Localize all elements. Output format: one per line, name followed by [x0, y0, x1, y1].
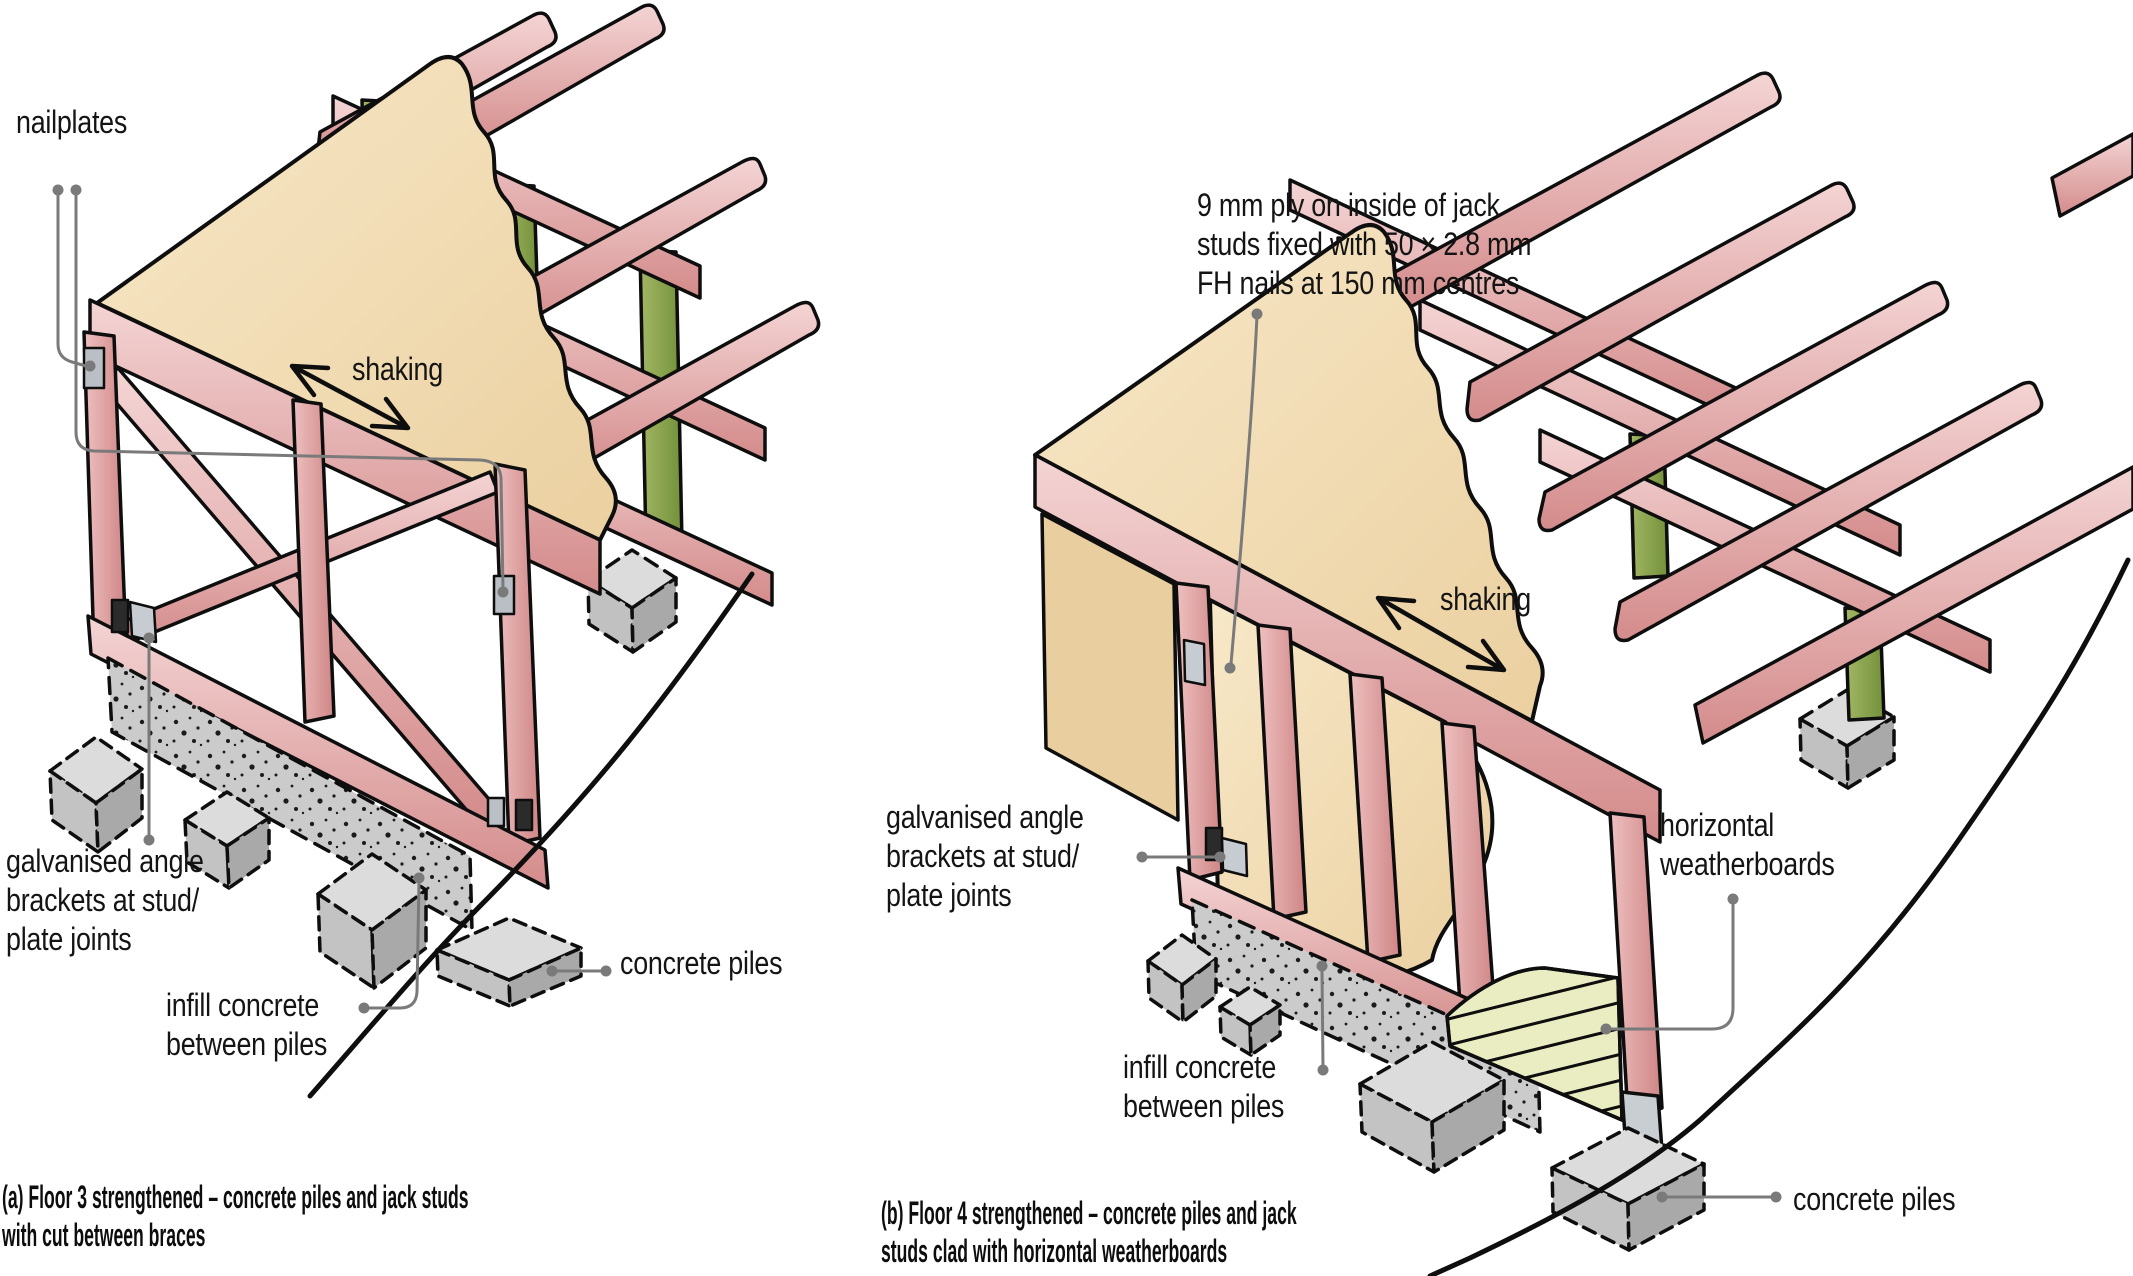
label-line: nailplates	[16, 104, 128, 140]
label-line: brackets at stud/	[6, 882, 199, 919]
wall-stud	[82, 330, 542, 847]
label-line: concrete piles	[1793, 1181, 1956, 1217]
label-shaking-b: shaking	[1440, 580, 1531, 619]
label-angle-brackets-b: galvanised angle brackets at stud/ plate…	[886, 798, 1084, 915]
label-line: FH nails at 150 mm centres	[1197, 265, 1520, 302]
pile-block	[1146, 933, 1506, 1174]
deck-ply	[1033, 223, 1545, 723]
leader-lines	[52, 184, 1782, 1203]
leader-line	[1600, 893, 1739, 1035]
shaking-arrow	[289, 363, 1507, 673]
panel-b-drawing	[1033, 71, 2133, 1276]
label-line: between piles	[1123, 1088, 1285, 1125]
panel-a-drawing	[48, 3, 821, 1099]
label-line: 9 mm ply on inside of jack	[1197, 187, 1500, 223]
leader-line	[52, 184, 96, 372]
leader-line	[1316, 960, 1329, 1076]
label-concrete-piles-a: concrete piles	[620, 944, 783, 983]
leader-line	[1136, 851, 1226, 863]
ground-line	[1427, 557, 2131, 1276]
top-plate	[1033, 453, 1662, 844]
label-weatherboards-b: horizontal weatherboards	[1660, 806, 1835, 884]
leader-line	[1224, 308, 1263, 674]
label-line: galvanised angle	[6, 843, 204, 879]
joist	[1390, 71, 2133, 745]
bottom-plate	[86, 614, 550, 890]
wall-stud	[1174, 581, 1664, 1118]
leader-line	[358, 872, 425, 1014]
pile-block	[48, 735, 583, 1008]
caption-line: (a) Floor 3 strengthened – concrete pile…	[2, 1179, 469, 1215]
label-line: galvanised angle	[886, 799, 1084, 835]
label-concrete-piles-b: concrete piles	[1793, 1180, 1956, 1219]
caption-a: (a) Floor 3 strengthened – concrete pile…	[2, 1178, 469, 1254]
pile-block	[586, 548, 678, 654]
label-infill-a: infill concrete between piles	[166, 986, 327, 1064]
label-ply-b: 9 mm ply on inside of jack studs fixed w…	[1197, 186, 1532, 303]
label-line: plate joints	[6, 921, 132, 958]
caption-line: studs clad with horizontal weatherboards	[881, 1233, 1228, 1270]
inside-ply	[1040, 512, 1180, 822]
caption-line: with cut between braces	[2, 1217, 206, 1254]
label-line: weatherboards	[1660, 846, 1835, 883]
label-line: studs fixed with 50 × 2.8 mm	[1197, 226, 1532, 263]
ground-line	[307, 571, 755, 1099]
label-infill-b: infill concrete between piles	[1123, 1048, 1284, 1126]
caption-line: (b) Floor 4 strengthened – concrete pile…	[881, 1195, 1297, 1231]
label-nailplates: nailplates	[16, 103, 127, 142]
caption-b: (b) Floor 4 strengthened – concrete pile…	[881, 1194, 1297, 1270]
label-line: infill concrete	[1123, 1049, 1277, 1085]
label-angle-brackets-a: galvanised angle brackets at stud/ plate…	[6, 842, 204, 959]
angle-bracket	[110, 598, 534, 832]
deck-ply	[95, 55, 618, 542]
label-line: brackets at stud/	[886, 838, 1079, 875]
label-line: shaking	[352, 351, 443, 387]
leader-line	[143, 632, 155, 846]
label-line: between piles	[166, 1026, 328, 1063]
leader-line	[70, 184, 509, 598]
label-line: horizontal	[1660, 807, 1775, 843]
leader-line	[546, 965, 612, 977]
leader-line	[1656, 1191, 1782, 1203]
label-line: plate joints	[886, 877, 1012, 914]
label-line: concrete piles	[620, 945, 783, 981]
pile-block	[1550, 1126, 1706, 1252]
label-shaking-a: shaking	[352, 350, 443, 389]
label-line: infill concrete	[166, 987, 320, 1023]
label-line: shaking	[1440, 581, 1531, 617]
